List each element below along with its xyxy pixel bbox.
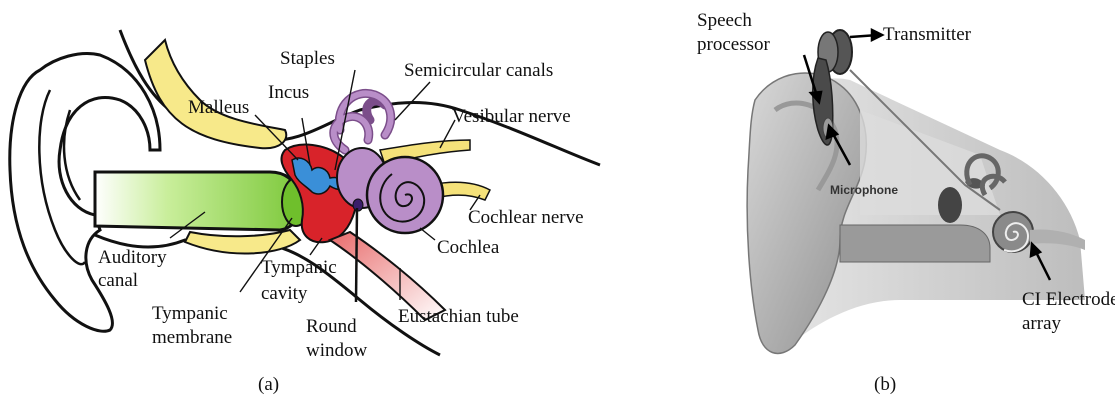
upper-tissue [145,40,286,148]
label-processor: processor [697,34,770,55]
ossicle-mass [938,187,962,223]
label-eustachian-tube: Eustachian tube [398,306,519,327]
label-incus: Incus [268,82,309,103]
auditory-canal [95,172,301,230]
caption-a: (a) [258,374,279,396]
label-round: Round [306,316,357,337]
cochlear-implant-illustration [700,0,1115,402]
label-auditory: Auditory [98,247,167,268]
label-canal: canal [98,270,138,291]
caption-b: (b) [874,374,896,396]
label-window: window [306,340,367,361]
label-malleus: Malleus [188,97,249,118]
label-array: array [1022,313,1061,334]
label-tympanic-cavity-2: cavity [261,283,307,304]
ear-anatomy-panel: Staples Semicircular canals Malleus Incu… [0,0,620,402]
label-staples: Staples [280,48,335,69]
label-ci-electrode: CI Electrode [1022,289,1115,310]
label-tympanic-membrane-1: Tympanic [152,303,228,324]
label-speech: Speech [697,10,752,31]
cochlear-implant-panel: Speech processor Transmitter Microphone … [700,0,1115,402]
label-microphone: Microphone [830,183,898,197]
label-semicircular-canals: Semicircular canals [404,60,553,81]
label-tympanic-membrane-2: membrane [152,327,232,348]
label-vestibular-nerve: Vesibular nerve [452,106,571,127]
label-tympanic-cavity-1: Tympanic [261,257,337,278]
label-transmitter: Transmitter [883,24,971,45]
label-cochlear-nerve: Cochlear nerve [468,207,584,228]
ear-canal [840,225,990,262]
label-cochlea: Cochlea [437,237,499,258]
lower-tissue [185,230,300,254]
